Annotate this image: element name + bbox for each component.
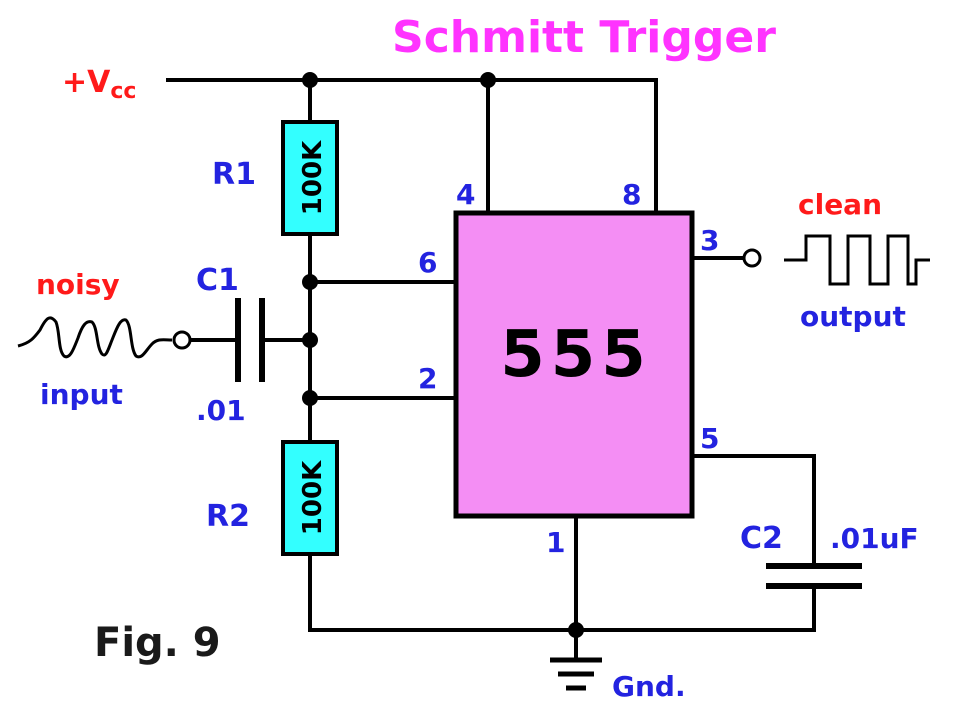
vcc-label: +Vcc: [62, 65, 136, 104]
capacitor-c1-label: C1: [196, 263, 239, 298]
junction-dot: [302, 274, 318, 290]
capacitor-c1-value: .01: [196, 394, 246, 427]
ic-555-label: 555: [500, 318, 652, 392]
resistor-r1-body: [281, 120, 339, 236]
junction-dots: [302, 72, 584, 638]
pin-3-number: 3: [700, 224, 719, 257]
pin-5-number: 5: [700, 422, 719, 455]
pin-numbers: 4 8 6 2 3 5 1: [418, 178, 719, 559]
input-waveform-label-bottom: input: [40, 378, 123, 411]
input-waveform-label-top: noisy: [36, 268, 120, 301]
junction-dot: [302, 332, 318, 348]
pin-2-number: 2: [418, 362, 437, 395]
resistor-r1-label: R1: [212, 157, 256, 192]
pin-1-number: 1: [546, 526, 565, 559]
resistor-r2-body: [281, 440, 339, 556]
resistor-r1-value: 100K: [298, 140, 328, 215]
pin-6-number: 6: [418, 246, 437, 279]
ic-555-body: [453, 210, 695, 519]
clean-output-waveform: [784, 234, 930, 286]
diagram-title: Schmitt Trigger: [392, 12, 776, 63]
pin-4-number: 4: [456, 178, 475, 211]
output-terminal: [742, 248, 762, 268]
ground-label: Gnd.: [612, 670, 686, 703]
junction-dot: [302, 72, 318, 88]
resistor-r2: 100K: [281, 440, 339, 556]
resistor-r2-value: 100K: [298, 460, 328, 535]
pin-8-number: 8: [622, 178, 641, 211]
resistor-r1: 100K: [281, 120, 339, 236]
output-waveform-label-top: clean: [798, 188, 882, 221]
figure-label: Fig. 9: [94, 620, 221, 666]
capacitor-c1: [235, 298, 265, 382]
output-waveform-label-bottom: output: [800, 300, 906, 333]
junction-dot: [568, 622, 584, 638]
capacitor-c2-label: C2: [740, 521, 783, 556]
capacitor-c2: [766, 563, 862, 589]
ground-symbol: [550, 657, 602, 691]
capacitor-c2-value: .01uF: [830, 522, 919, 555]
noisy-input-waveform: [17, 316, 173, 359]
resistor-r2-label: R2: [206, 499, 250, 534]
input-terminal: [172, 330, 192, 350]
junction-dot: [302, 390, 318, 406]
junction-dot: [480, 72, 496, 88]
